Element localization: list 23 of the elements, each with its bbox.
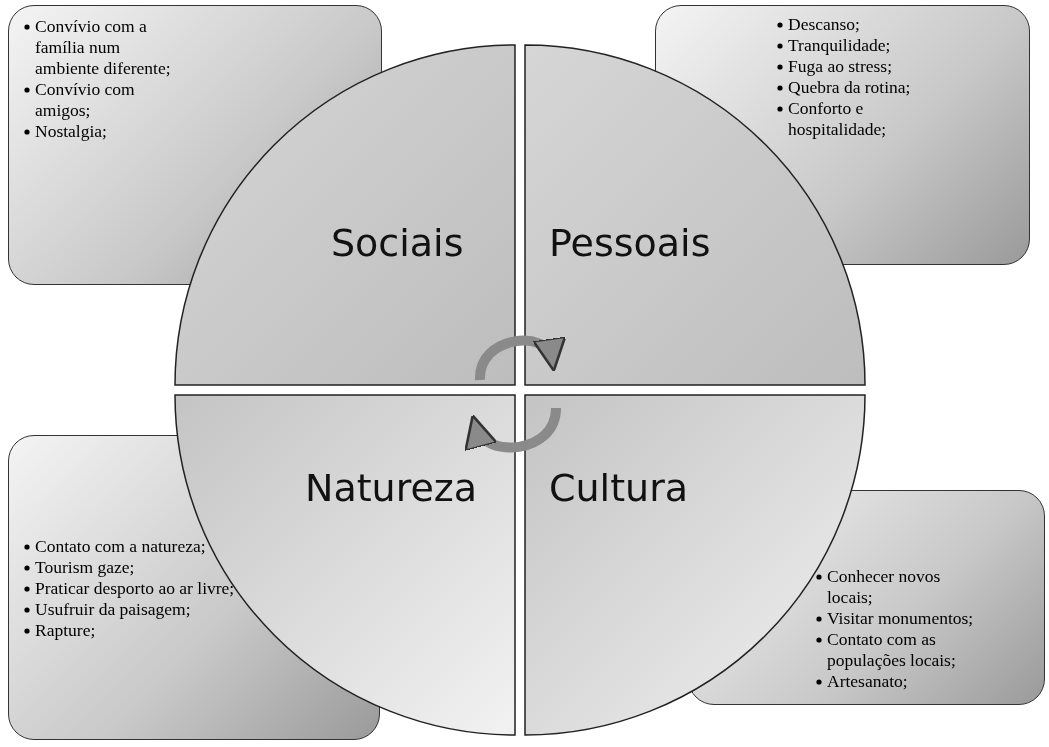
bullet-item: Tourism gaze; xyxy=(35,557,136,578)
quadrant-label: Sociais xyxy=(331,221,464,265)
bullet-item: Artesanato; xyxy=(827,671,909,692)
quadrant-label: Cultura xyxy=(549,466,689,510)
curved-arrow xyxy=(468,407,561,454)
bullet-item: Convívio com a família num ambiente diferente; xyxy=(35,16,172,79)
bullet-item: Conforto e hospitalidade; xyxy=(788,98,888,140)
quadrant-label: Natureza xyxy=(305,466,478,510)
bullet-item: Visitar monumentos; xyxy=(827,608,975,629)
bullet-item: Quebra da rotina; xyxy=(788,77,912,98)
bullet-item: Tranquilidade; xyxy=(788,35,892,56)
bullet-item: Nostalgia; xyxy=(35,121,108,142)
bullet-item: Praticar desporto ao ar livre; xyxy=(35,578,236,599)
bullet-item: Rapture; xyxy=(35,620,97,641)
bullet-item: Usufruir da paisagem; xyxy=(35,599,192,620)
bullet-item: Contato com as populações locais; xyxy=(827,629,957,671)
bullet-item: Fuga ao stress; xyxy=(788,56,894,77)
quadrant-label: Pessoais xyxy=(549,221,711,265)
bullet-item: Convívio com amigos; xyxy=(35,79,136,121)
bullet-item: Contato com a natureza; xyxy=(35,536,207,557)
bullet-item: Descanso; xyxy=(788,14,861,35)
bullet-item: Conhecer novos locais; xyxy=(827,566,942,608)
quadrant xyxy=(175,45,515,385)
